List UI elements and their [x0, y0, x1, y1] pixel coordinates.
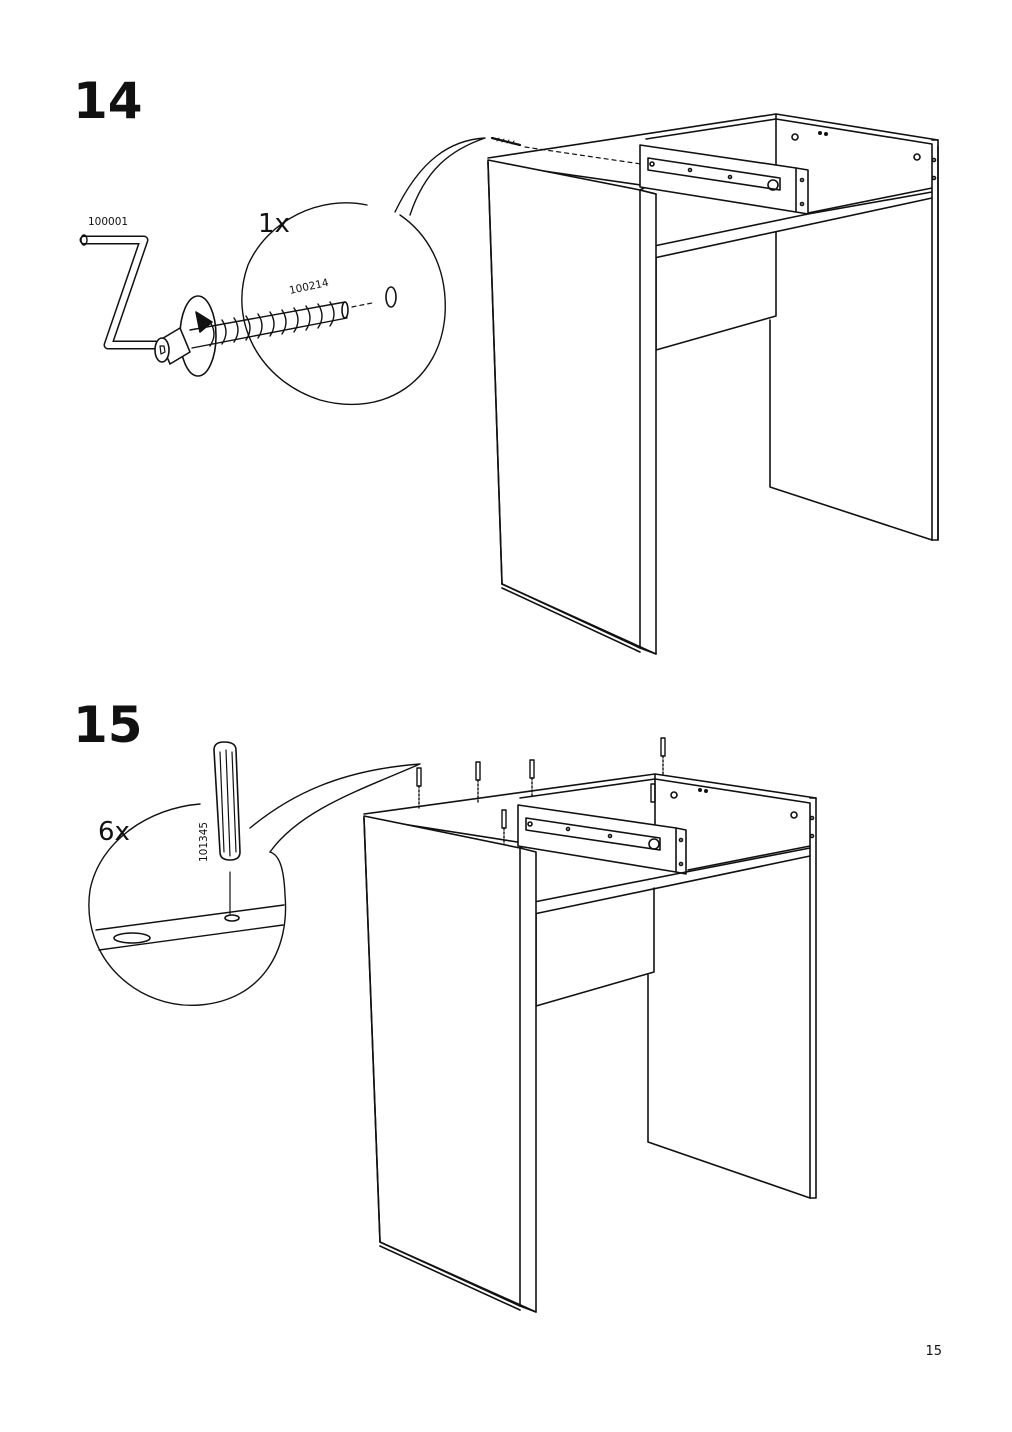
step-15-number: 15 [73, 696, 143, 754]
step-14-detail-callout [241, 137, 486, 406]
step-14-number: 14 [73, 72, 143, 130]
dowel-part-number: 101345 [198, 822, 210, 862]
hex-key-icon [79, 234, 166, 351]
wooden-dowel-icon [213, 741, 241, 861]
step-14-quantity: 1x [258, 209, 290, 239]
step-15-quantity: 6x [98, 817, 130, 847]
desk-frame-illustration-14 [487, 113, 939, 655]
step-15-detail-callout [88, 763, 421, 1006]
screw-part-number: 100214 [288, 277, 330, 297]
rotate-arrow-icon [179, 295, 217, 377]
desk-frame-illustration-15 [363, 737, 817, 1313]
page-number: 15 [925, 1344, 942, 1359]
hex-key-part-number: 100001 [88, 216, 128, 228]
screw-icon [154, 286, 397, 365]
